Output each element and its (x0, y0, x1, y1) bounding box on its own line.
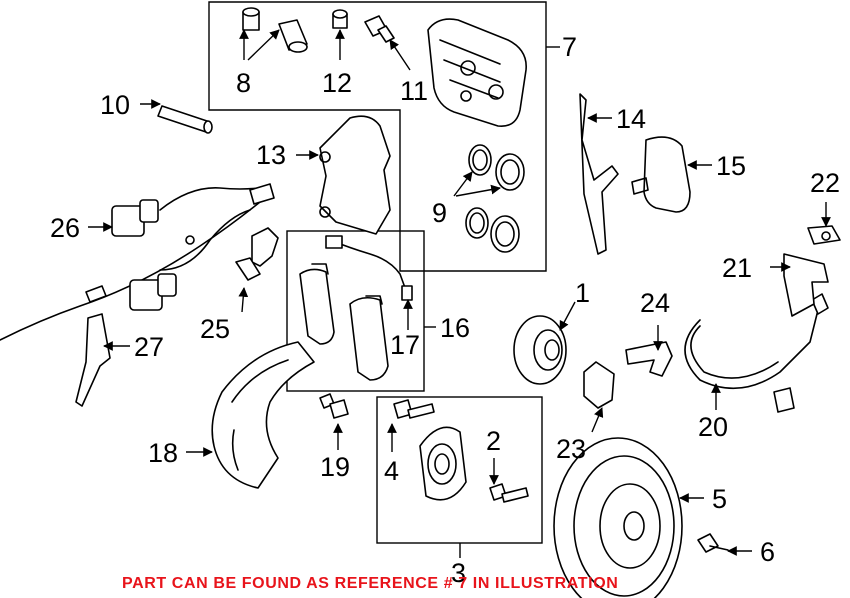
callout-15[interactable]: 15 (716, 151, 746, 181)
callout-17[interactable]: 17 (390, 330, 420, 360)
part-1-hub (513, 315, 567, 385)
part-19-bolt (319, 393, 349, 419)
part-5-rotor (553, 437, 683, 598)
part-20-hose (684, 293, 829, 413)
callout-9[interactable]: 9 (432, 198, 447, 228)
callout-6[interactable]: 6 (760, 537, 775, 567)
part-24-bracket (625, 341, 673, 377)
part-25-sensor (235, 227, 279, 281)
reference-footnote: PART CAN BE FOUND AS REFERENCE # 7 IN IL… (122, 575, 618, 592)
callout-11[interactable]: 11 (400, 76, 428, 106)
part-8-boots (242, 7, 308, 53)
part-18-shield (211, 341, 315, 489)
part-26-harness (0, 183, 275, 341)
callout-1[interactable]: 1 (575, 278, 590, 308)
part-4-bolt (393, 399, 435, 419)
leader-lines (88, 29, 831, 558)
callout-7[interactable]: 7 (562, 32, 577, 62)
callout-20[interactable]: 20 (698, 412, 728, 442)
callout-4[interactable]: 4 (384, 456, 399, 486)
callout-18[interactable]: 18 (148, 438, 178, 468)
callout-19[interactable]: 19 (320, 452, 350, 482)
callout-13[interactable]: 13 (256, 140, 286, 170)
callout-24[interactable]: 24 (640, 288, 670, 318)
part-27-bracket (75, 313, 111, 407)
callout-21[interactable]: 21 (722, 253, 752, 283)
callout-2[interactable]: 2 (486, 426, 501, 456)
callout-5[interactable]: 5 (712, 484, 727, 514)
callout-3[interactable]: 3 (451, 558, 466, 588)
callout-25[interactable]: 25 (200, 314, 230, 344)
callout-12[interactable]: 12 (322, 68, 352, 98)
callout-8[interactable]: 8 (236, 68, 251, 98)
callout-16[interactable]: 16 (440, 313, 470, 343)
callout-27[interactable]: 27 (134, 332, 164, 362)
callout-22[interactable]: 22 (810, 168, 840, 198)
part-21-bracket (783, 253, 829, 317)
part-17-wear-sensor (325, 235, 413, 301)
part-15-shim (631, 136, 691, 213)
caliper-group-box (208, 1, 547, 272)
part-22-clip (807, 225, 841, 245)
part-23-cover (583, 361, 615, 409)
pad-set-box (286, 230, 425, 392)
part-6-screw (697, 533, 729, 553)
part-2-bolt (489, 483, 529, 503)
callout-26[interactable]: 26 (50, 213, 80, 243)
part-12-cap (332, 9, 348, 29)
part-9-pistons (465, 144, 525, 253)
callout-numbers: 1 2 3 4 5 6 7 8 9 10 11 12 13 14 15 16 1… (50, 32, 840, 588)
part-10-guide-pin (157, 105, 213, 134)
part-16-pads (299, 263, 389, 381)
part-3-bearing (419, 426, 467, 501)
part-14-clip (579, 93, 619, 255)
callout-10[interactable]: 10 (100, 90, 130, 120)
part-13-carrier (319, 115, 391, 235)
part-7-caliper (427, 18, 527, 127)
part-11-bleeder (364, 15, 395, 43)
callout-14[interactable]: 14 (616, 104, 646, 134)
callout-23[interactable]: 23 (556, 434, 586, 464)
